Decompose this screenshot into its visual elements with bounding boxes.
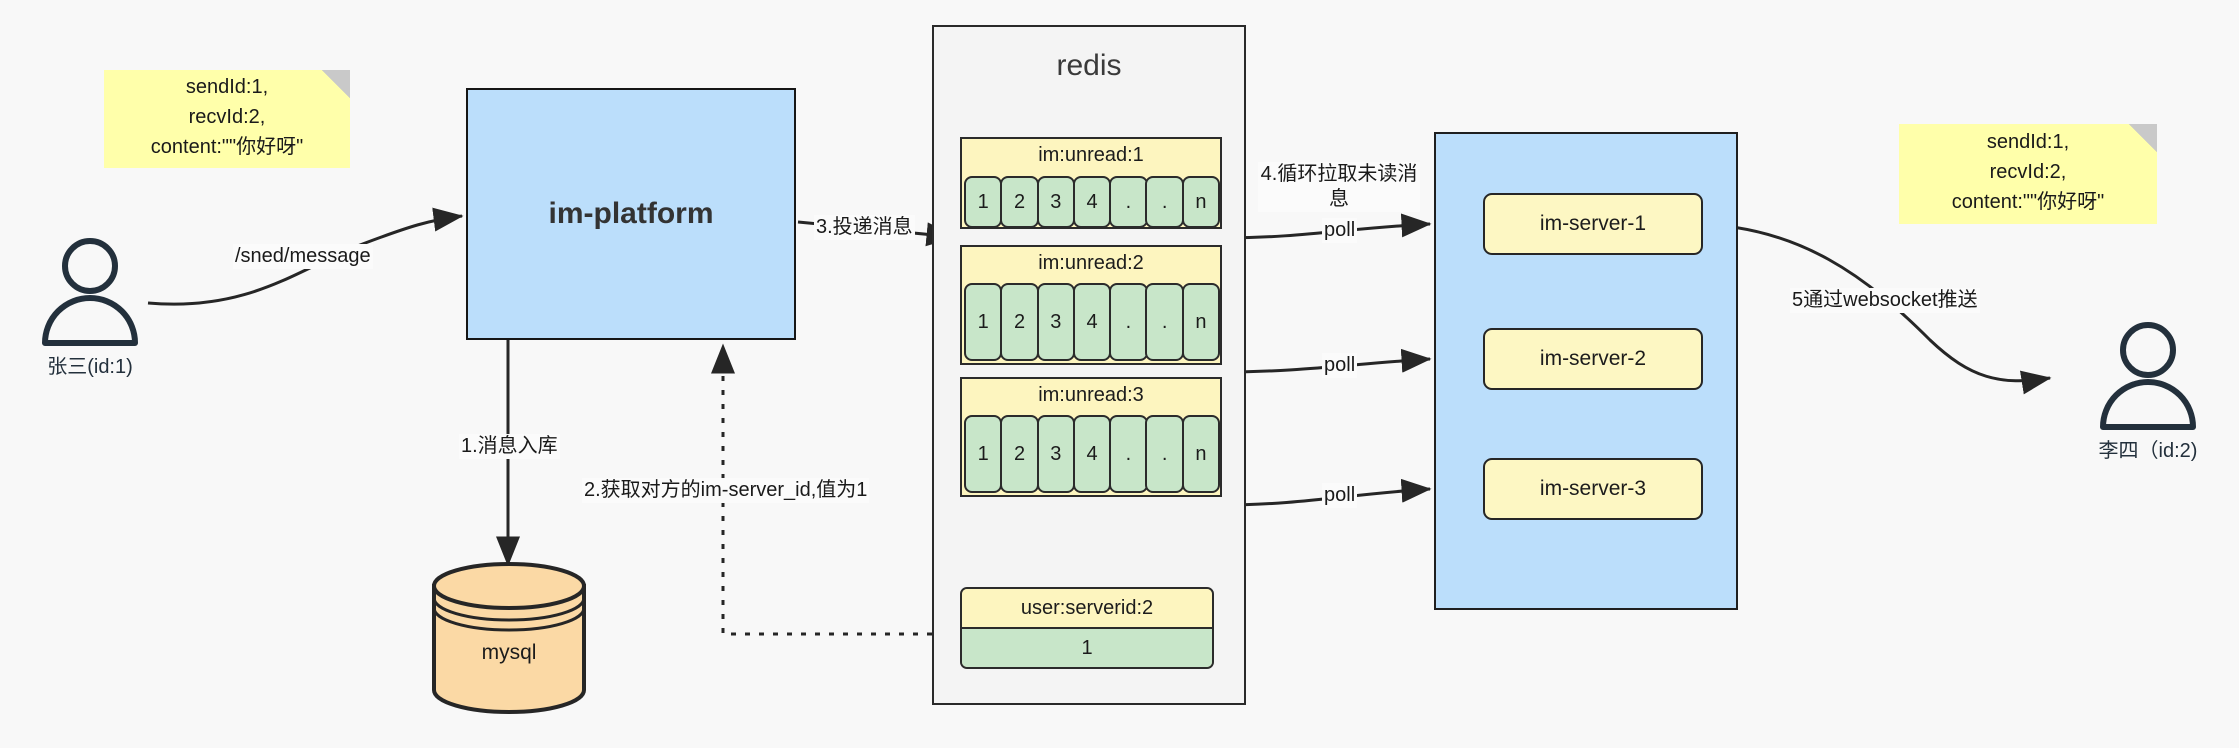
im-platform-box[interactable]: im-platform: [466, 88, 796, 340]
note-fold-icon: [2129, 124, 2157, 152]
redis-kv-value: 1: [962, 627, 1212, 667]
edge-label-step1: 1.消息入库: [459, 434, 560, 459]
redis-queue-1-key: im:unread:1: [1038, 144, 1144, 166]
redis-queue-3-cells: 1 2 3 4 . . n: [964, 415, 1221, 493]
note-right-text: sendId:1, recvId:2, content:""你好呀": [1951, 131, 2105, 213]
queue-cell[interactable]: .: [1109, 415, 1148, 493]
im-server-2-label: im-server-2: [1539, 347, 1647, 370]
redis-queue-1[interactable]: im:unread:1 1 2 3 4 . . n: [960, 137, 1222, 229]
queue-cell[interactable]: .: [1145, 283, 1184, 361]
im-server-1-box[interactable]: im-server-1: [1483, 193, 1703, 255]
im-server-3-label: im-server-3: [1539, 477, 1647, 500]
mysql-cylinder[interactable]: mysql: [430, 562, 588, 714]
user-icon: [2100, 322, 2196, 430]
im-server-2-box[interactable]: im-server-2: [1483, 328, 1703, 390]
redis-kv-user-serverid[interactable]: user:serverid:2 1: [960, 587, 1214, 669]
queue-cell[interactable]: 4: [1072, 415, 1112, 493]
queue-cell[interactable]: 1: [964, 283, 1003, 361]
user-icon: [42, 238, 138, 346]
database-icon: [432, 562, 586, 714]
im-server-3-box[interactable]: im-server-3: [1483, 458, 1703, 520]
queue-cell[interactable]: 2: [1000, 176, 1039, 228]
edge-label-step3: 3.投递消息: [814, 215, 915, 240]
queue-cell[interactable]: .: [1109, 176, 1148, 228]
edge-label-send-message: /sned/message: [233, 244, 373, 269]
im-server-1-label: im-server-1: [1539, 212, 1647, 235]
queue-cell[interactable]: 1: [964, 415, 1003, 493]
note-right: sendId:1, recvId:2, content:""你好呀": [1899, 124, 2157, 224]
queue-cell[interactable]: 2: [1000, 415, 1039, 493]
queue-cell[interactable]: 4: [1072, 283, 1112, 361]
queue-cell[interactable]: n: [1181, 176, 1221, 228]
redis-queue-2-key: im:unread:2: [1038, 252, 1144, 274]
mysql-label: mysql: [481, 641, 537, 665]
queue-cell[interactable]: .: [1145, 415, 1184, 493]
redis-queue-1-cells: 1 2 3 4 . . n: [964, 176, 1221, 228]
queue-cell[interactable]: n: [1181, 283, 1221, 361]
actor-sender-caption: 张三(id:1): [47, 356, 133, 378]
note-left: sendId:1, recvId:2, content:""你好呀": [104, 70, 350, 168]
queue-cell[interactable]: 2: [1000, 283, 1039, 361]
redis-kv-key: user:serverid:2: [962, 589, 1212, 628]
im-platform-label: im-platform: [548, 197, 714, 230]
edge-label-step5: 5通过websocket推送: [1790, 288, 1980, 313]
redis-queue-2-cells: 1 2 3 4 . . n: [964, 283, 1221, 361]
queue-cell[interactable]: 3: [1036, 176, 1076, 228]
note-fold-icon: [322, 70, 350, 98]
edge-label-step2: 2.获取对方的im-server_id,值为1: [582, 478, 870, 503]
queue-cell[interactable]: .: [1145, 176, 1184, 228]
queue-cell[interactable]: 3: [1036, 283, 1076, 361]
redis-container: redis im:unread:1 1 2 3 4 . . n im:unrea…: [932, 25, 1246, 705]
redis-title: redis: [1056, 49, 1122, 82]
redis-queue-3[interactable]: im:unread:3 1 2 3 4 . . n: [960, 377, 1222, 497]
edge-label-poll-1: poll: [1322, 218, 1358, 243]
actor-receiver: 李四（id:2): [2090, 322, 2210, 462]
queue-cell[interactable]: 3: [1036, 415, 1076, 493]
queue-cell[interactable]: n: [1181, 415, 1221, 493]
queue-cell[interactable]: 4: [1072, 176, 1112, 228]
queue-cell[interactable]: 1: [964, 176, 1003, 228]
note-left-text: sendId:1, recvId:2, content:""你好呀": [150, 76, 304, 158]
queue-cell[interactable]: .: [1109, 283, 1148, 361]
edge-label-step4: 4.循环拉取未读消息: [1258, 162, 1420, 212]
edge-label-poll-2: poll: [1322, 353, 1358, 378]
redis-queue-2[interactable]: im:unread:2 1 2 3 4 . . n: [960, 245, 1222, 365]
edge-label-poll-3: poll: [1322, 483, 1358, 508]
actor-sender: 张三(id:1): [32, 238, 152, 378]
redis-queue-3-key: im:unread:3: [1038, 384, 1144, 406]
actor-receiver-caption: 李四（id:2): [2098, 440, 2198, 462]
